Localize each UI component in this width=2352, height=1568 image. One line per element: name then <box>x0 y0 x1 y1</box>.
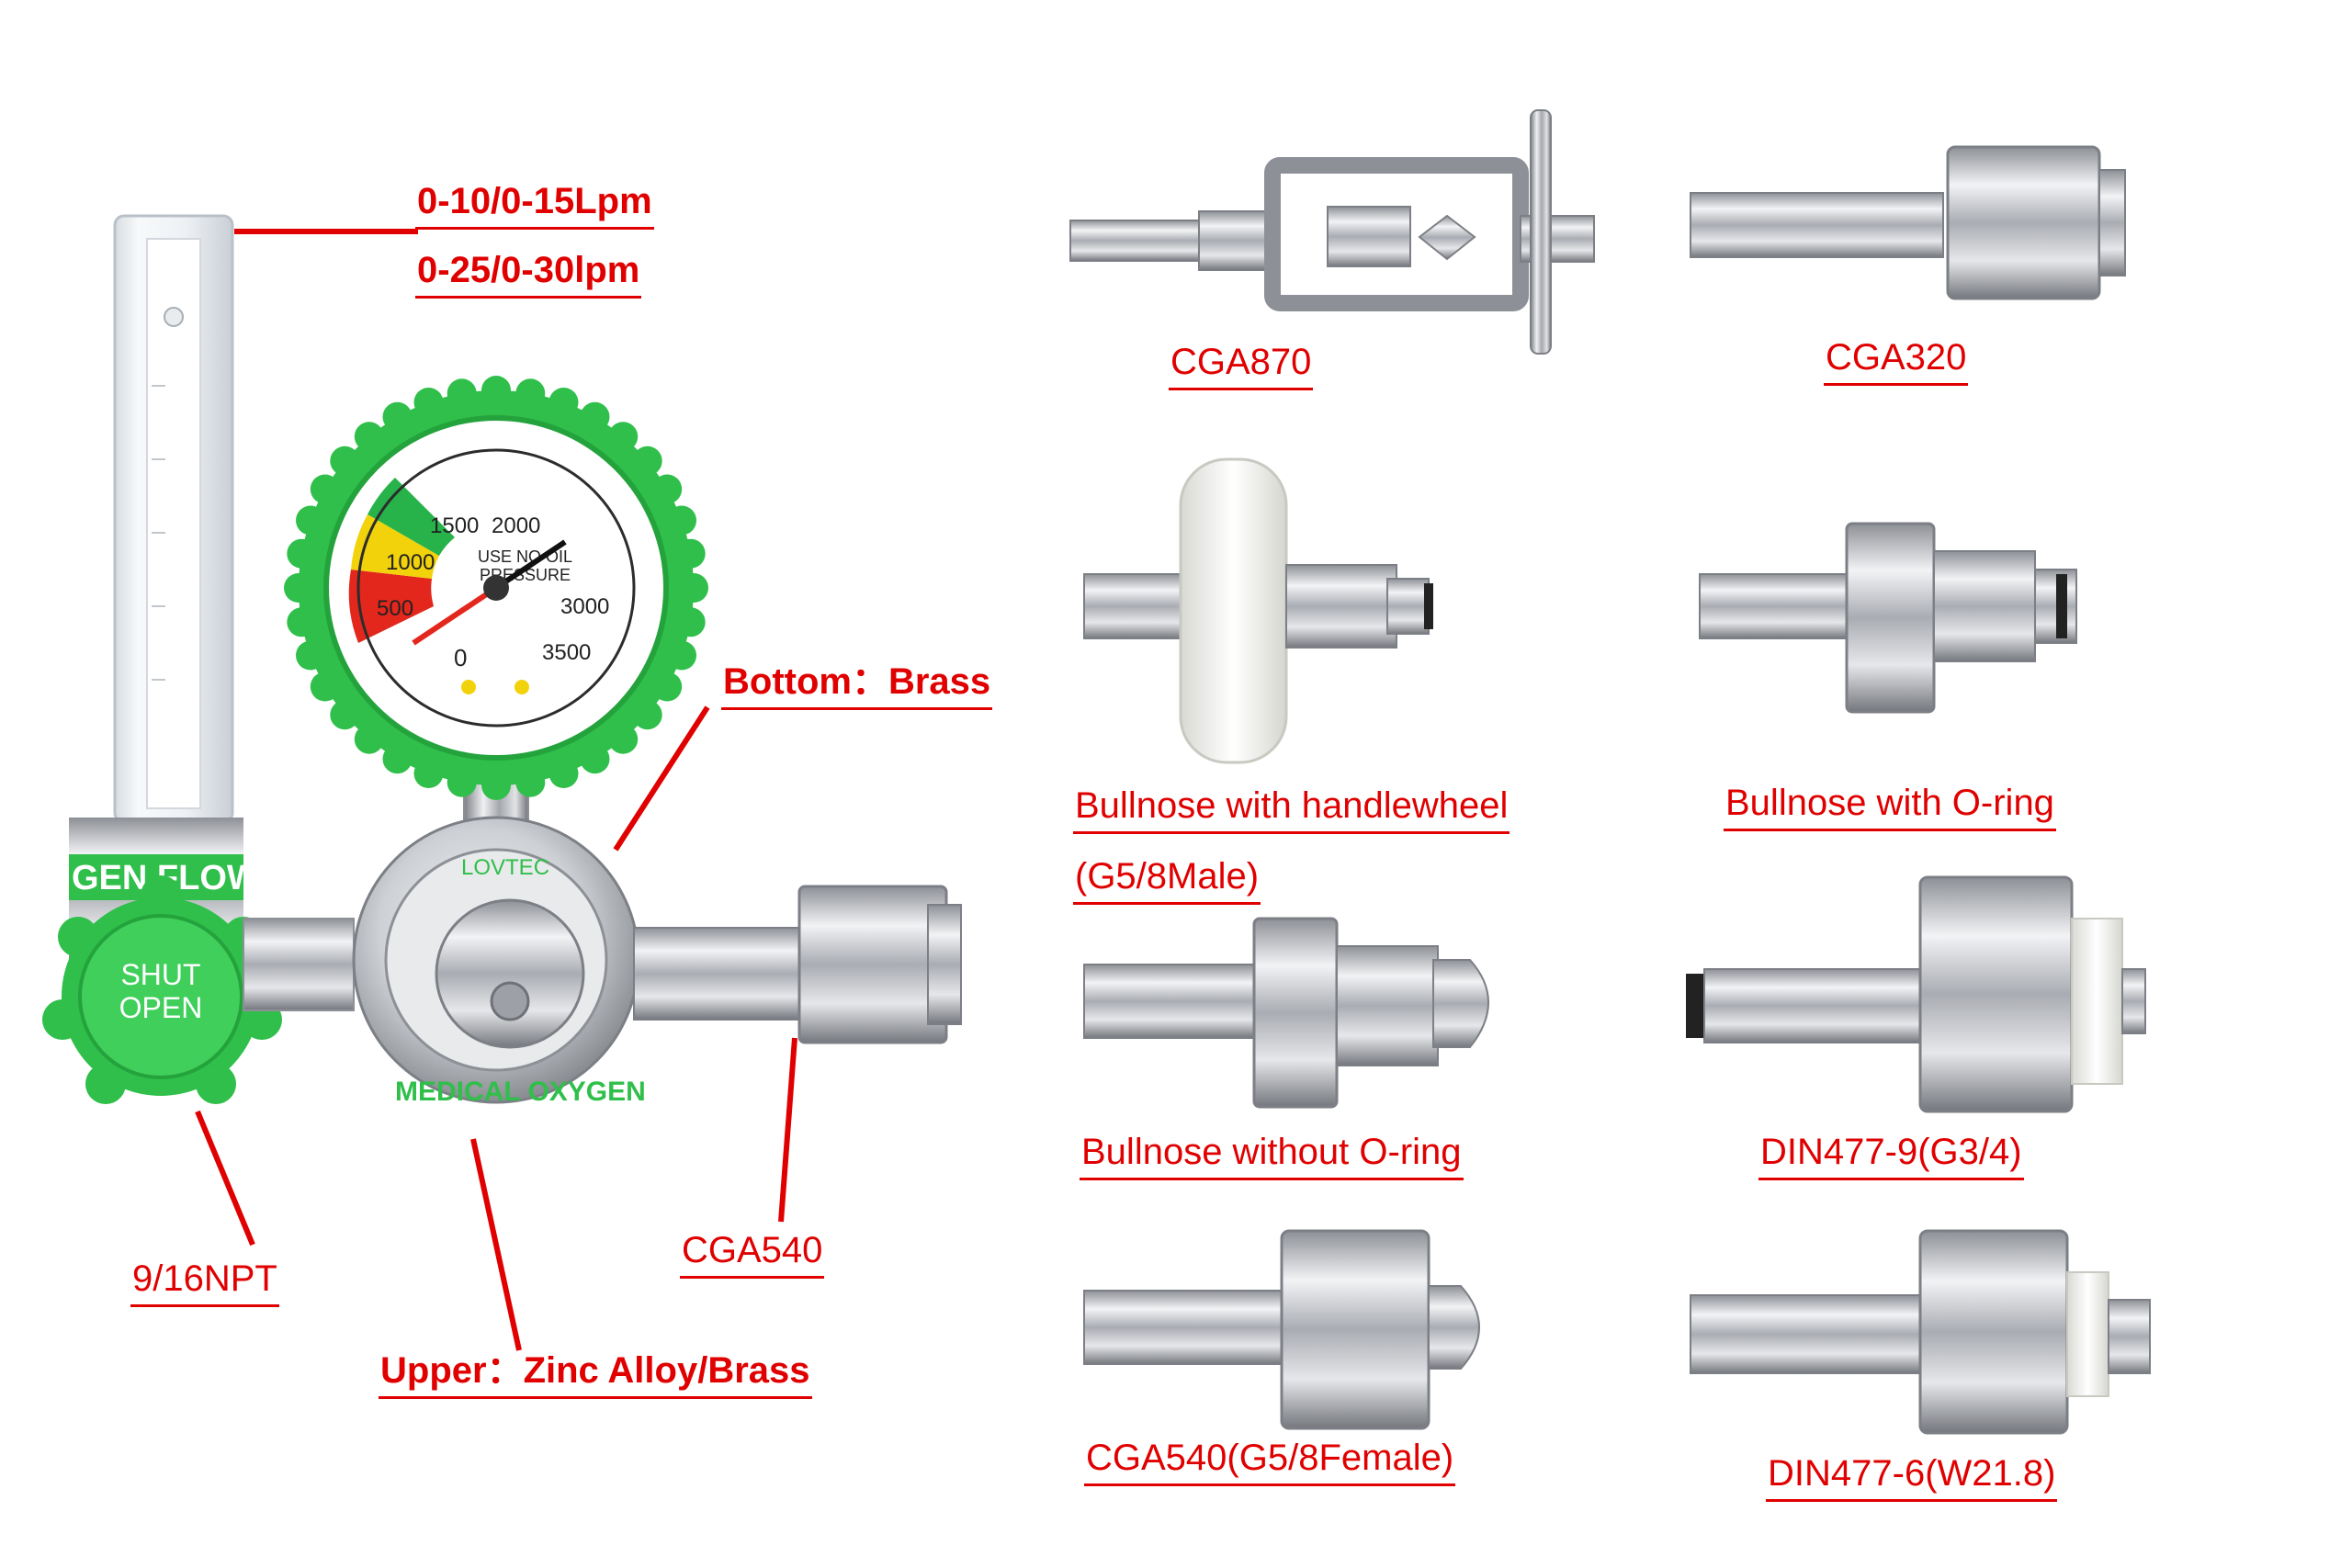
adapter-label-din477-9: DIN477-9(G3/4) <box>1758 1130 2024 1180</box>
gauge-bezel-tooth <box>284 573 313 603</box>
gauge-bezel-tooth <box>481 771 511 800</box>
gauge-scale-3000: 3000 <box>560 594 609 619</box>
gauge-bezel-tooth <box>675 607 706 637</box>
gauge-bezel-tooth <box>548 759 579 788</box>
adapter-label-bullnose-no-oring: Bullnose without O-ring <box>1080 1130 1464 1180</box>
pressure-gauge: 0 500 1000 1500 2000 3000 3500 USE NO OI… <box>284 376 708 800</box>
shut-open-knob[interactable]: SHUT OPEN <box>42 875 282 1104</box>
bullnose-oring-image <box>1699 522 2077 714</box>
adapter-label-din477-6: DIN477-6(W21.8) <box>1766 1451 2058 1502</box>
gauge-bezel-tooth <box>287 538 317 569</box>
inlet-connection-label: CGA540 <box>680 1228 825 1279</box>
cga870-adapter-image <box>1069 109 1595 355</box>
gauge-needle <box>494 539 567 591</box>
adapter-label-cga540-female: CGA540(G5/8Female) <box>1084 1436 1456 1486</box>
knob-shut-label: SHUT <box>120 958 200 991</box>
body-ring-text: MEDICAL OXYGEN <box>395 1077 646 1107</box>
leader-lines <box>195 229 797 1351</box>
upper-material-label: Upper：Zinc Alloy/Brass <box>379 1348 812 1399</box>
inlet-arm <box>633 927 819 1021</box>
gauge-bezel-tooth <box>675 538 706 569</box>
flowmeter-band-text: GEN FLOW M <box>72 859 299 897</box>
adapter-label-cga320: CGA320 <box>1824 335 1969 386</box>
gauge-bezel-tooth <box>287 607 317 637</box>
gauge-bezel-tooth <box>632 700 662 730</box>
flow-range-label-2: 0-25/0-30lpm <box>415 248 642 299</box>
cga320-adapter-image <box>1690 145 2126 300</box>
adapter-label-cga870: CGA870 <box>1169 340 1314 390</box>
gauge-bezel-tooth <box>330 700 360 730</box>
flow-range-label-1: 0-10/0-15Lpm <box>415 179 654 230</box>
gauge-bezel-tooth <box>548 388 579 417</box>
adapter-label-bullnose-handlewheel: Bullnose with handlewheel <box>1073 784 1510 834</box>
gauge-bezel-tooth <box>330 446 360 476</box>
cga540-female-image <box>1083 1229 1480 1430</box>
gauge-bezel-tooth <box>413 759 444 788</box>
regulator-body: LOVTEC MEDICAL OXYGEN <box>352 816 646 1107</box>
bottom-material-label: Bottom：Brass <box>721 660 993 710</box>
gauge-scale-500: 500 <box>377 596 413 621</box>
gauge-bezel-tooth <box>652 474 683 504</box>
din477-9-adapter-image <box>1686 875 2146 1113</box>
knob-open-label: OPEN <box>119 991 203 1024</box>
gauge-bezel-tooth <box>382 744 413 774</box>
gauge-bezel-tooth <box>481 376 511 405</box>
gauge-bezel-tooth <box>296 505 325 536</box>
gauge-bezel-tooth <box>515 767 546 797</box>
gauge-bezel-tooth <box>354 724 384 754</box>
gauge-bezel-tooth <box>447 378 477 409</box>
flowmeter-float-ball <box>164 307 184 327</box>
gauge-bezel-tooth <box>447 767 477 797</box>
bullnose-handlewheel-image <box>1083 457 1433 764</box>
adapter-label-bullnose-oring: Bullnose with O-ring <box>1724 781 2056 831</box>
gauge-scale-0: 0 <box>454 644 467 671</box>
gauge-bezel-tooth <box>354 422 384 452</box>
gauge-bezel-tooth <box>608 724 639 754</box>
bullnose-no-oring-image <box>1083 917 1489 1109</box>
outlet-thread-label: 9/16NPT <box>130 1257 279 1307</box>
gauge-bezel-tooth <box>667 640 696 671</box>
gauge-bezel-tooth <box>580 401 610 432</box>
gauge-bezel-tooth <box>580 744 610 774</box>
din477-6-adapter-image <box>1690 1229 2151 1435</box>
gauge-scale-3500: 3500 <box>542 640 591 665</box>
inlet-nut <box>797 885 948 1044</box>
gauge-bezel-tooth <box>296 640 325 671</box>
gauge-bezel-tooth <box>310 474 340 504</box>
flowmeter-inner-tube <box>146 238 201 809</box>
gauge-bezel-tooth <box>667 505 696 536</box>
gauge-scale-2000: 2000 <box>492 513 540 538</box>
gauge-bezel-tooth <box>310 671 340 702</box>
gauge-bezel-tooth <box>413 388 444 417</box>
body-brand-text: LOVTEC <box>461 855 549 880</box>
gauge-bezel-tooth <box>652 671 683 702</box>
oxygen-regulator: GEN FLOW M SHUT OPEN <box>42 214 962 1107</box>
gauge-bezel-tooth <box>632 446 662 476</box>
connector-nut <box>243 918 355 1011</box>
gauge-scale-1500: 1500 <box>430 513 479 538</box>
gauge-use-no-oil: USE NO OIL <box>478 547 572 566</box>
adapter-label-bullnose-handlewheel-spec: (G5/8Male) <box>1073 854 1261 905</box>
gauge-bezel-tooth <box>608 422 639 452</box>
gauge-scale-1000: 1000 <box>386 550 435 575</box>
gauge-bezel-tooth <box>515 378 546 409</box>
gauge-bezel-tooth <box>679 573 708 603</box>
gauge-bezel-tooth <box>382 401 413 432</box>
